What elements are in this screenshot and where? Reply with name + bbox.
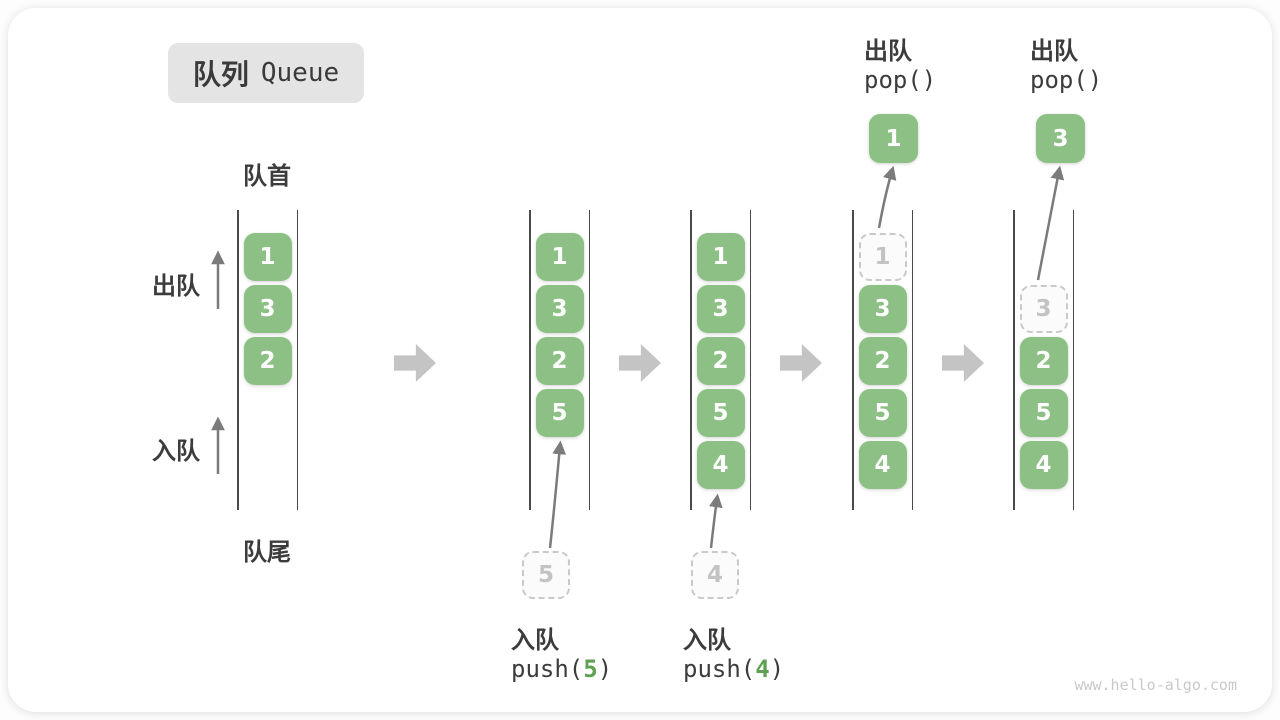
title-english: Queue bbox=[260, 58, 340, 88]
queue-element: 5 bbox=[858, 389, 907, 437]
title-chinese: 队列 bbox=[192, 59, 249, 90]
code-pop1: pop() bbox=[864, 66, 937, 94]
queue-element: 2 bbox=[243, 337, 292, 385]
label-dequeue-op: 出队 bbox=[864, 38, 912, 65]
label-dequeue-side: 出队 bbox=[152, 273, 200, 300]
queue-rail-right bbox=[588, 210, 590, 510]
code-push4: push(4) bbox=[683, 655, 784, 683]
popped-placeholder: 1 bbox=[858, 233, 907, 281]
queue-stage-5: 3 2 5 4 bbox=[1013, 210, 1074, 510]
label-enqueue-op: 入队 bbox=[683, 627, 731, 654]
queue-element: 4 bbox=[1019, 441, 1068, 489]
code-push5: push(5) bbox=[511, 655, 612, 683]
queue-element: 1 bbox=[243, 233, 292, 281]
popped-placeholder: 3 bbox=[1019, 285, 1068, 333]
queue-element: 1 bbox=[535, 233, 584, 281]
staged-element: 5 bbox=[522, 551, 570, 599]
queue-rail-left bbox=[237, 210, 239, 510]
popped-element: 1 bbox=[869, 114, 918, 163]
title-badge: 队列 Queue bbox=[168, 43, 364, 103]
label-enqueue-side: 入队 bbox=[152, 438, 200, 465]
queue-rail-left bbox=[690, 210, 692, 510]
queue-element: 1 bbox=[696, 233, 745, 281]
popped-element: 3 bbox=[1036, 114, 1085, 163]
code-arg: 5 bbox=[583, 655, 598, 683]
code-text: ) bbox=[769, 655, 785, 683]
queue-element: 2 bbox=[858, 337, 907, 385]
code-text: push( bbox=[511, 655, 584, 683]
queue-element: 5 bbox=[535, 389, 584, 437]
queue-element: 3 bbox=[243, 285, 292, 333]
queue-element: 3 bbox=[858, 285, 907, 333]
queue-element: 2 bbox=[535, 337, 584, 385]
queue-element: 4 bbox=[696, 441, 745, 489]
queue-rail-right bbox=[911, 210, 913, 510]
queue-element: 3 bbox=[696, 285, 745, 333]
queue-stage-1: 1 3 2 bbox=[237, 210, 298, 510]
queue-rail-right bbox=[749, 210, 751, 510]
queue-element: 5 bbox=[696, 389, 745, 437]
staged-element: 4 bbox=[691, 551, 739, 599]
watermark: www.hello-algo.com bbox=[1074, 676, 1237, 694]
queue-rail-right bbox=[1072, 210, 1074, 510]
label-queue-front: 队首 bbox=[243, 163, 291, 190]
queue-rail-left bbox=[1013, 210, 1015, 510]
queue-element: 4 bbox=[858, 441, 907, 489]
code-text: ) bbox=[597, 655, 613, 683]
queue-element: 2 bbox=[1019, 337, 1068, 385]
queue-rail-left bbox=[529, 210, 531, 510]
label-dequeue-op: 出队 bbox=[1030, 38, 1078, 65]
code-pop2: pop() bbox=[1030, 66, 1103, 94]
queue-stage-2: 1 3 2 5 bbox=[529, 210, 590, 510]
queue-element: 2 bbox=[696, 337, 745, 385]
queue-stage-3: 1 3 2 5 4 bbox=[690, 210, 751, 510]
queue-element: 5 bbox=[1019, 389, 1068, 437]
queue-rail-left bbox=[852, 210, 854, 510]
queue-rail-right bbox=[296, 210, 298, 510]
code-text: push( bbox=[683, 655, 756, 683]
label-enqueue-op: 入队 bbox=[511, 627, 559, 654]
queue-stage-4: 1 3 2 5 4 bbox=[852, 210, 913, 510]
queue-element: 3 bbox=[535, 285, 584, 333]
label-queue-rear: 队尾 bbox=[243, 539, 291, 566]
code-arg: 4 bbox=[755, 655, 770, 683]
